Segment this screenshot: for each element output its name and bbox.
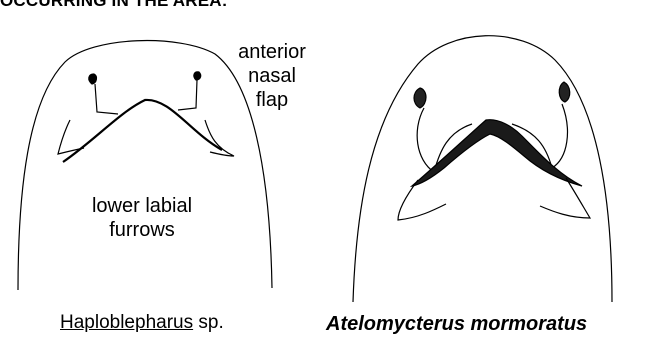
atelomycterus-left-nostril [414,88,426,108]
haploblepharus-mouth [63,100,222,162]
caption-atelomycterus: Atelomycterus mormoratus [326,313,587,336]
atelomycterus-mouth [412,120,582,186]
haploblepharus-left-nostril [89,74,97,84]
haploblepharus-right-nostril [194,72,201,80]
label-lower-labial: lower labial [72,194,212,218]
haploblepharus-right-labial-furrow [205,120,234,156]
atelomycterus-head-outline [353,36,612,302]
atelomycterus-head [353,36,612,302]
atelomycterus-left-labial-furrow [398,180,446,220]
caption-genus: Haploblepharus [60,312,193,333]
label-anterior-nasal-flap: anterior nasal flap [222,40,322,112]
haploblepharus-right-nasal-flap [178,80,197,110]
label-lower-labial-furrows: lower labial furrows [72,194,212,242]
atelomycterus-right-labial-furrow [540,178,590,218]
atelomycterus-right-nostril [559,82,570,102]
haploblepharus-left-labial-furrow [58,120,84,154]
caption-species-suffix: sp. [193,312,224,333]
label-flap: flap [222,88,322,112]
caption-haploblepharus: Haploblepharus sp. [60,312,224,334]
label-nasal: nasal [222,64,322,88]
haploblepharus-left-nasal-flap [95,84,118,114]
label-anterior: anterior [222,40,322,64]
label-furrows: furrows [72,218,212,242]
